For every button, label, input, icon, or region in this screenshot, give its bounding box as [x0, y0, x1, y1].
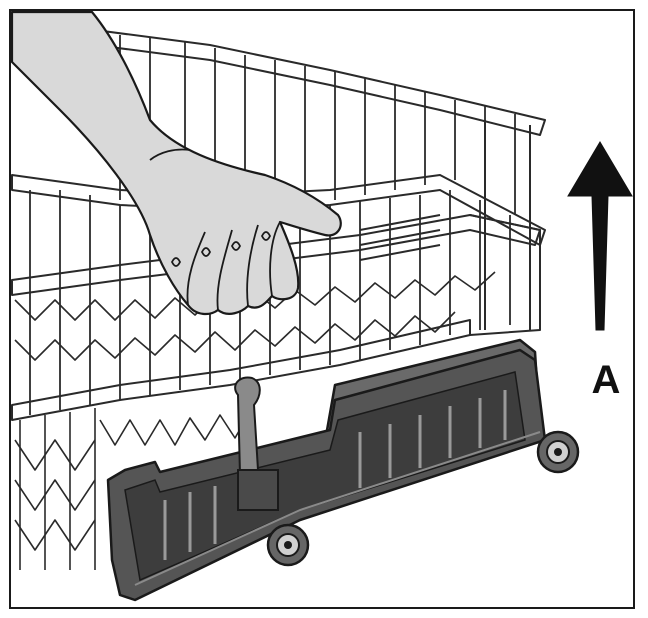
rack-top-rail [94, 29, 546, 136]
hand-shape [10, 10, 342, 316]
rack-flap [106, 338, 580, 602]
rack-wheel-right [536, 430, 580, 474]
label-a: A [591, 358, 621, 402]
up-arrow-icon [567, 141, 633, 331]
flap-inner-panel [124, 371, 526, 582]
hand-illustration [10, 10, 342, 316]
rack-wheel-left [266, 523, 310, 567]
flap-lever [234, 376, 279, 511]
